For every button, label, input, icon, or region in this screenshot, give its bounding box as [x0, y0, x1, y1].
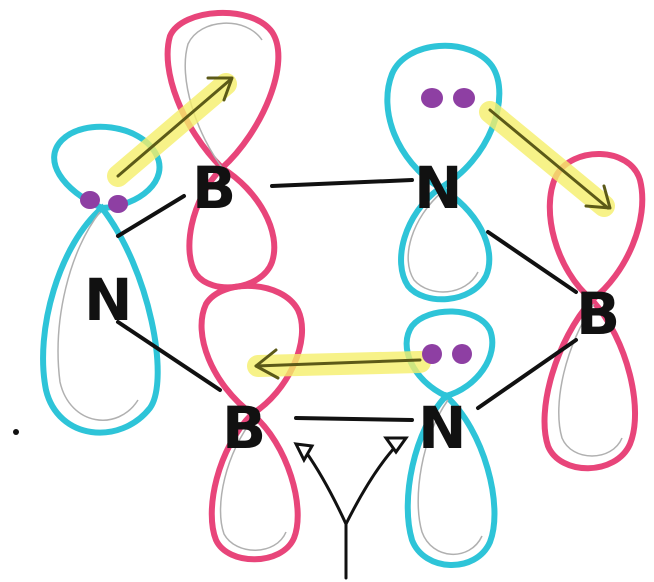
arrowhead-left — [293, 442, 315, 464]
arrow-n-top-right-to-b-right — [488, 108, 612, 210]
stray-dot — [13, 429, 19, 435]
donation-arrows — [107, 73, 615, 380]
atom-label-b-top: B — [192, 154, 236, 222]
atom-label-n-bottom-right: N — [418, 394, 467, 462]
atom-label-b-right: B — [576, 280, 620, 348]
atom-label-b-bottom-left: B — [222, 394, 266, 462]
orbital-n-top-right — [384, 42, 503, 303]
arrow-n-left-to-b-top — [116, 76, 234, 178]
lone-pair-n-left — [80, 191, 128, 213]
atom-label-n-left: N — [84, 266, 133, 334]
bond-b-right-n-bottom-right — [476, 338, 578, 410]
electron-dot — [80, 191, 100, 209]
arrow-n-bottom-right-to-b-bottom-left — [254, 348, 422, 380]
electron-dot — [422, 344, 442, 364]
electron-dot — [452, 344, 472, 364]
electron-dot — [108, 195, 128, 213]
electron-dot — [421, 88, 443, 108]
orbital-n-left — [40, 123, 163, 436]
lone-pair-n-bottom-right — [422, 344, 472, 364]
bond-n-bottom-right-b-bottom-left — [294, 416, 414, 422]
electron-dot — [453, 88, 475, 108]
lone-pair-n-top-right — [421, 88, 475, 108]
orbital-b-top — [164, 10, 282, 291]
bond-b-top-n-top-right — [270, 178, 414, 188]
arrowhead-right — [383, 436, 409, 455]
bottom-arrows — [293, 436, 409, 580]
atom-label-n-top-right: N — [414, 154, 463, 222]
ring-bonds — [116, 178, 578, 422]
bond-n-top-right-b-right — [486, 230, 578, 294]
bond-n-left-b-top — [116, 194, 186, 238]
bond-b-bottom-left-n-left — [116, 320, 222, 392]
